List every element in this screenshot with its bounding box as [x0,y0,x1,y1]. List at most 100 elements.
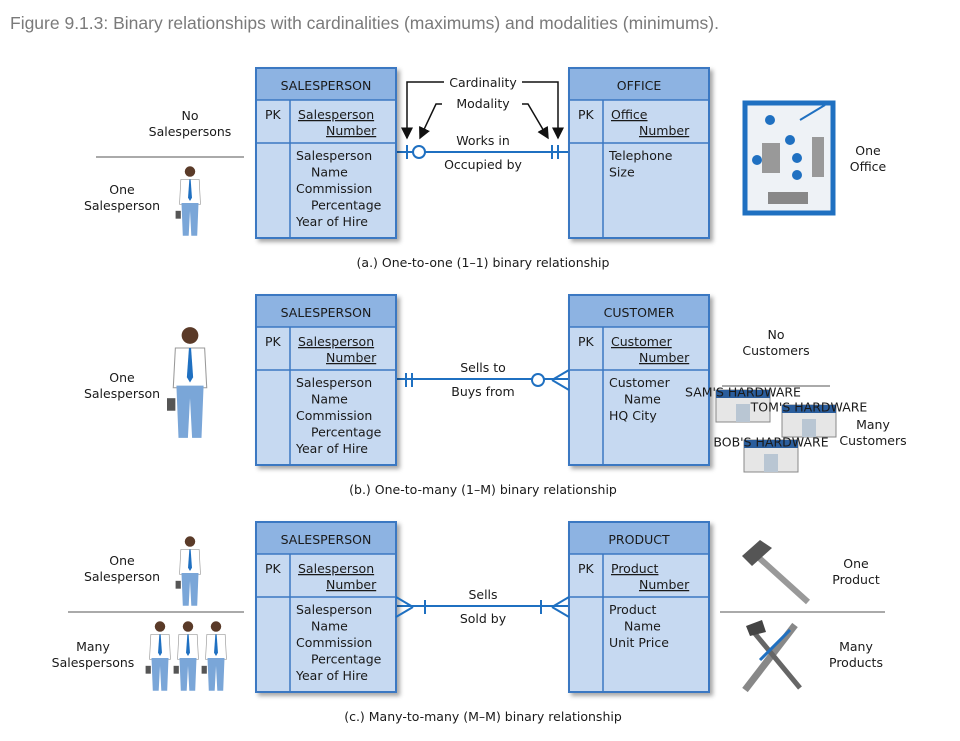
attribute: Name [311,619,348,634]
store-sign-text: SAM'S HARDWARE [685,385,801,400]
attribute: HQ City [609,408,657,423]
attribute: Percentage [311,198,382,213]
person-icon [167,327,208,438]
pants [181,572,199,606]
attribute: Telephone [608,148,673,163]
primary-key: Number [639,577,690,592]
chair [765,115,775,125]
modality-arrow [419,103,442,140]
label-many-customers-line: Many [856,417,890,432]
head [184,536,196,547]
desk [812,137,824,177]
attribute: Customer [609,375,671,390]
attribute: Salesperson [296,148,372,163]
entity-title: PRODUCT [608,532,670,547]
office-floorplan-icon [742,100,836,216]
attribute: Year of Hire [295,668,368,683]
cardinality-label: Cardinality [449,75,517,90]
attribute: Year of Hire [295,441,368,456]
label-many-products-line: Products [829,655,883,670]
attribute: Year of Hire [295,214,368,229]
label-one-salesperson-line: Salesperson [84,198,160,213]
pk-label: PK [265,561,282,576]
person-icon [175,536,201,606]
label-one-salesperson-line: Salesperson [84,386,160,401]
primary-key: Salesperson [298,107,374,122]
attribute: Salesperson [296,602,372,617]
figure-caption: Figure 9.1.3: Binary relationships with … [10,13,719,33]
relationship-verb-reverse: Sold by [460,611,507,626]
attribute: Name [311,165,348,180]
attribute: Commission [296,635,372,650]
label-one-salesperson-line: One [109,182,135,197]
section-caption: (c.) Many-to-many (M–M) binary relations… [344,709,622,724]
label-many-salespersons-line: Salespersons [52,655,135,670]
chair [792,170,802,180]
store-door [736,404,750,422]
tie [188,549,192,571]
hammer-icon [742,540,811,605]
store-icon: TOM'S HARDWARE [750,400,868,438]
attribute: Name [311,392,348,407]
section-caption: (b.) One-to-many (1–M) binary relationsh… [349,482,617,497]
label-one-product-line: One [843,556,869,571]
relationship-verb: Sells [468,587,497,602]
store-sign [744,440,798,448]
attribute: Unit Price [609,635,669,650]
primary-key: Number [326,123,377,138]
pk-label: PK [578,561,595,576]
primary-key: Number [326,577,377,592]
head [154,621,166,632]
pk-label: PK [578,334,595,349]
store-sign-text: BOB'S HARDWARE [713,435,828,450]
desk [762,143,780,173]
zero-circle-symbol [412,145,426,159]
modality-label: Modality [456,96,510,111]
person-icon [145,621,171,691]
cabinet [768,192,808,204]
briefcase [201,665,207,674]
tie [214,634,218,656]
crows-foot-symbol [395,606,414,618]
relationship-verb: Works in [456,133,510,148]
briefcase [145,665,151,674]
crows-foot-symbol [551,369,570,381]
person-icon [201,621,227,691]
pants [179,657,197,691]
label-many-salespersons-line: Many [76,639,110,654]
store-sign-text: TOM'S HARDWARE [750,400,868,415]
pants [151,657,169,691]
briefcase [173,665,179,674]
chair [792,153,802,163]
relationship-verb-reverse: Buys from [451,384,514,399]
primary-key: Number [326,350,377,365]
hammer-head [742,540,772,566]
primary-key: Office [611,107,648,122]
tie [158,634,162,656]
label-many-customers-line: Customers [839,433,906,448]
pants [181,202,199,236]
crows-foot-symbol [551,379,570,391]
relationship-verb: Sells to [460,360,506,375]
head [210,621,222,632]
entity-title: CUSTOMER [604,305,675,320]
cardinality-arrow [522,81,564,140]
chair [785,135,795,145]
entity-header [570,296,708,327]
entity-title: OFFICE [617,78,662,93]
pk-label: PK [265,334,282,349]
modality-arrow [522,103,549,140]
pk-label: PK [265,107,282,122]
